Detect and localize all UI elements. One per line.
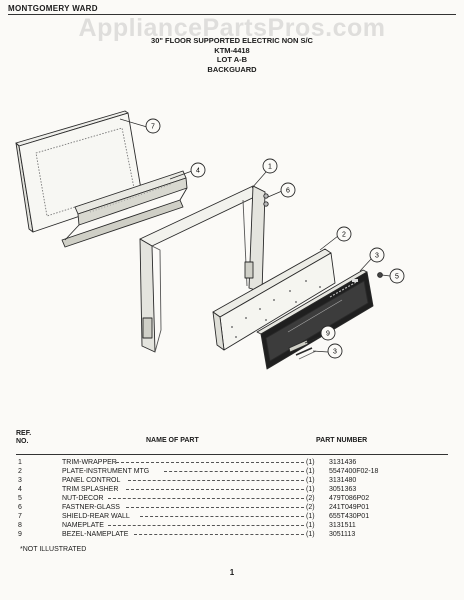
part-name: TRIM SPLASHER <box>62 486 119 493</box>
table-row: 1 TRIM-WRAPPER (1) 3131436 <box>16 458 448 467</box>
part-trim-splasher <box>61 170 188 248</box>
parts-table: 1 TRIM-WRAPPER (1) 3131436 2 PLATE-INSTR… <box>16 458 448 539</box>
leader-dashes <box>126 489 304 490</box>
title-line-section: BACKGUARD <box>207 64 257 74</box>
ref-number: 8 <box>18 522 22 529</box>
part-number: 3051113 <box>329 531 356 538</box>
part-number: 655T430P01 <box>329 513 370 520</box>
callout-5: 5 <box>389 268 405 284</box>
brand-name: MONTGOMERY WARD <box>8 4 98 13</box>
callout-6-label: 6 <box>286 188 290 195</box>
callout-1-label: 1 <box>268 164 272 171</box>
callout-2-label: 2 <box>342 232 346 239</box>
ref-number: 4 <box>18 486 22 493</box>
callout-1: 1 <box>262 158 278 174</box>
part-name: NUT-DECOR <box>62 495 104 502</box>
watermark: AppliancePartsPros.com <box>78 14 386 42</box>
callout-9: 9 <box>320 325 336 341</box>
table-row: 9 BEZEL-NAMEPLATE (1) 3051113 <box>16 530 448 539</box>
table-row: 4 TRIM SPLASHER (1) 3051363 <box>16 485 448 494</box>
quantity: (1) <box>306 468 315 475</box>
part-fastener-glass <box>263 193 269 207</box>
ref-number: 1 <box>18 459 22 466</box>
part-number: 241T049P01 <box>329 504 370 511</box>
table-row: 3 PANEL CONTROL (1) 3131480 <box>16 476 448 485</box>
table-row: 8 NAMEPLATE (1) 3131511 <box>16 521 448 530</box>
callout-7-label: 7 <box>151 124 155 131</box>
part-name: BEZEL-NAMEPLATE <box>62 531 129 538</box>
ref-header-line1: REF. <box>16 430 32 437</box>
quantity: (2) <box>306 504 315 511</box>
part-name: PANEL CONTROL <box>62 477 121 484</box>
title-line-model-number: KTM-4418 <box>214 45 250 55</box>
callout-3-nameplate-label: 3 <box>333 349 337 356</box>
part-name: NAMEPLATE <box>62 522 104 529</box>
ref-number: 5 <box>18 495 22 502</box>
callout-5-label: 5 <box>395 274 399 281</box>
footnote-not-illustrated: *NOT ILLUSTRATED <box>20 546 87 553</box>
part-name: FASTNER-GLASS <box>62 504 120 511</box>
part-name: TRIM-WRAPPER <box>62 459 117 466</box>
quantity: (1) <box>306 477 315 484</box>
callout-3-nameplate: 3 <box>327 343 343 359</box>
ref-number: 2 <box>18 468 22 475</box>
callout-6: 6 <box>280 182 296 198</box>
quantity: (1) <box>306 513 315 520</box>
leader-dashes <box>164 471 304 472</box>
callout-3-panel-label: 3 <box>375 253 379 260</box>
leader-dashes <box>108 525 304 526</box>
callout-7: 7 <box>145 118 161 134</box>
part-number: 3131480 <box>329 477 357 484</box>
quantity: (1) <box>306 459 315 466</box>
page-number: 1 <box>229 568 235 577</box>
table-row: 5 NUT-DECOR (2) 479T086P02 <box>16 494 448 503</box>
part-nut-decor <box>377 272 383 278</box>
leader-dashes <box>126 507 304 508</box>
callout-9-label: 9 <box>326 331 330 338</box>
leader-dashes <box>108 498 304 499</box>
part-number-header: PART NUMBER <box>316 437 368 444</box>
part-plate-instrument-mtg <box>212 248 336 351</box>
callout-2: 2 <box>336 226 352 242</box>
diagram-title: 30" FLOOR SUPPORTED ELECTRIC NON S/C KTM… <box>0 36 464 74</box>
quantity: (2) <box>306 495 315 502</box>
table-header-rule <box>16 454 448 455</box>
ref-no-header: REF. NO. <box>16 430 31 446</box>
part-trim-wrapper <box>139 185 266 353</box>
part-panel-control <box>256 269 374 370</box>
table-row: 6 FASTNER-GLASS (2) 241T049P01 <box>16 503 448 512</box>
part-number: 3131511 <box>329 522 356 529</box>
quantity: (1) <box>306 531 315 538</box>
callout-4-label: 4 <box>196 168 200 175</box>
quantity: (1) <box>306 522 315 529</box>
leader-dashes <box>134 534 304 535</box>
leader-dashes <box>116 462 304 463</box>
callout-4: 4 <box>190 162 206 178</box>
part-number: 3051363 <box>329 486 357 493</box>
part-bezel-nameplate <box>288 339 317 360</box>
title-line-model-desc: 30" FLOOR SUPPORTED ELECTRIC NON S/C <box>151 36 313 45</box>
ref-number: 6 <box>18 504 22 511</box>
callout-3-panel: 3 <box>369 247 385 263</box>
table-row: 2 PLATE-INSTRUMENT MTG (1) 5547400F02-18 <box>16 467 448 476</box>
leader-dashes <box>140 516 304 517</box>
ref-header-line2: NO. <box>16 438 29 445</box>
ref-number: 7 <box>18 513 22 520</box>
part-number: 479T086P02 <box>329 495 370 502</box>
leader-dashes <box>128 480 304 481</box>
name-of-part-header: NAME OF PART <box>146 437 199 444</box>
part-number: 3131436 <box>329 459 357 466</box>
part-name: SHIELD-REAR WALL <box>62 513 130 520</box>
header-rule <box>8 14 456 15</box>
part-number: 5547400F02-18 <box>329 468 379 475</box>
leader-lines <box>119 118 391 353</box>
ref-number: 3 <box>18 477 22 484</box>
part-name: PLATE-INSTRUMENT MTG <box>62 468 150 475</box>
title-line-lot: LOT A-B <box>216 55 248 64</box>
quantity: (1) <box>306 486 315 493</box>
ref-number: 9 <box>18 531 22 538</box>
table-row: 7 SHIELD-REAR WALL (1) 655T430P01 <box>16 512 448 521</box>
